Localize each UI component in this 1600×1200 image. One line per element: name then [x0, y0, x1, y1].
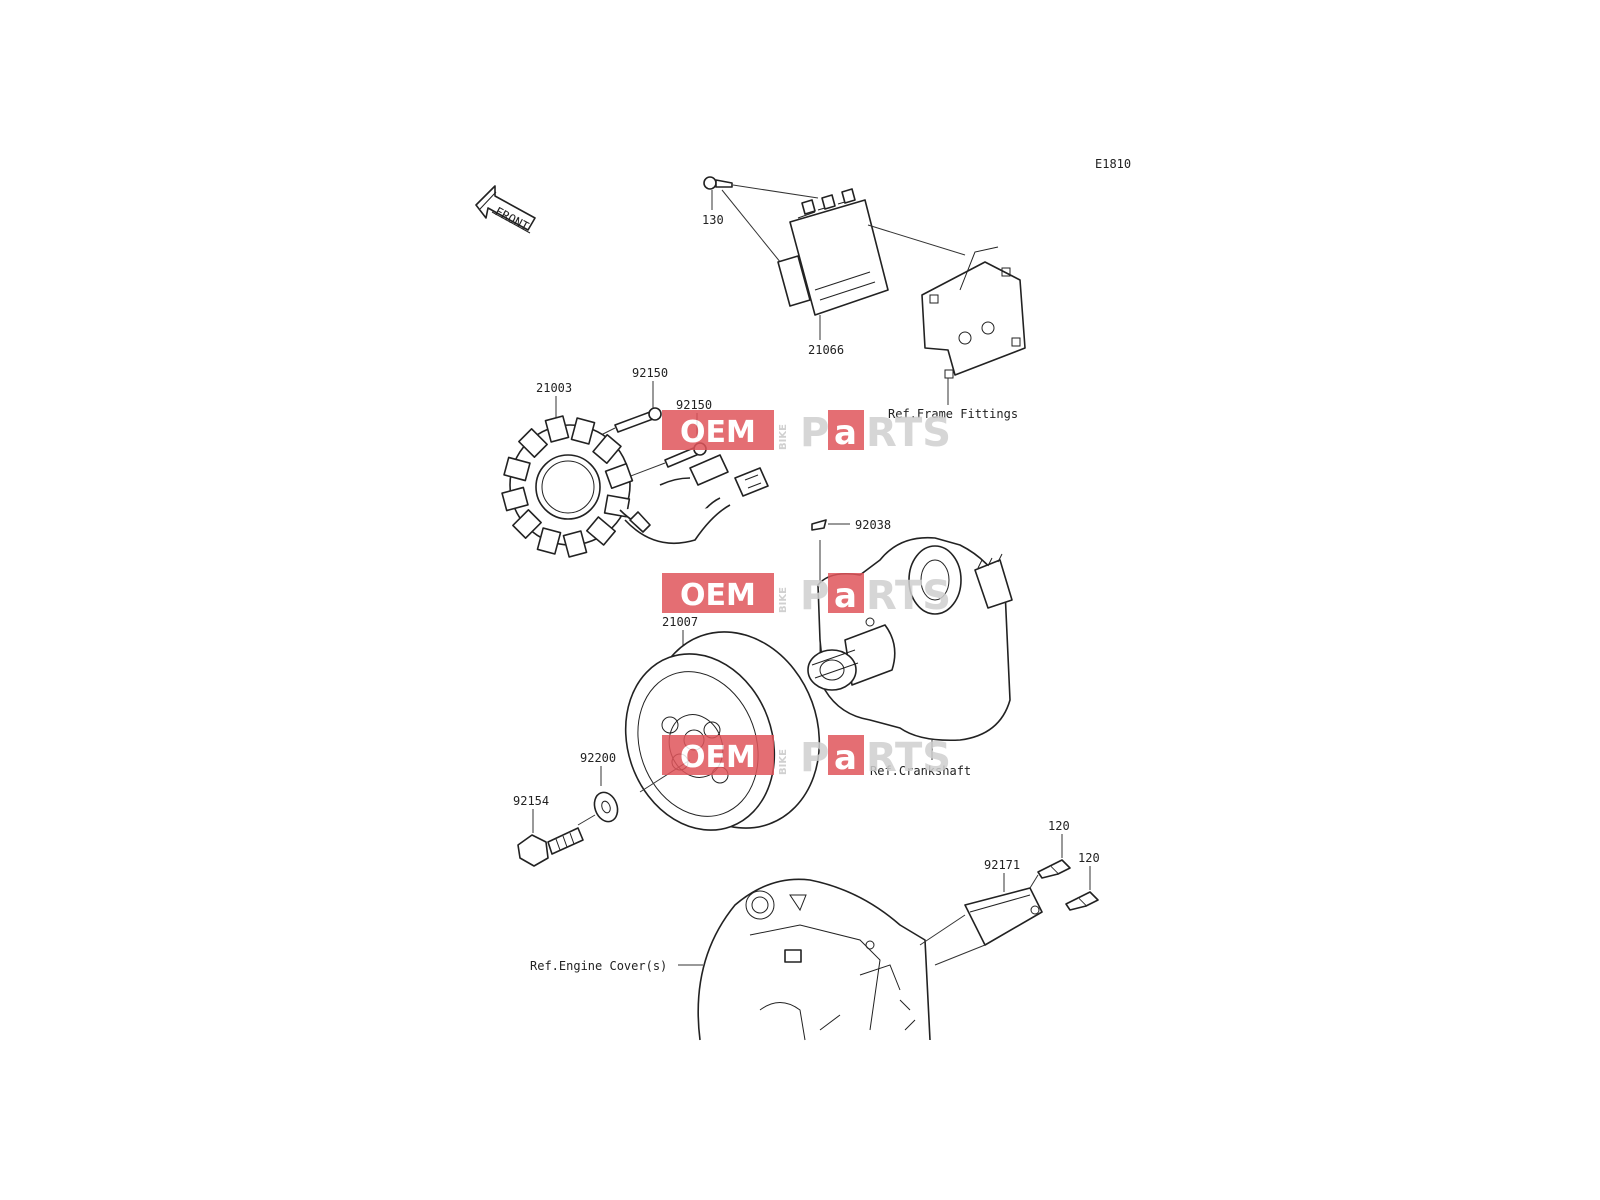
part-label-92038: 92038: [855, 518, 891, 532]
svg-text:BIKE: BIKE: [778, 587, 789, 613]
part-label-92154: 92154: [513, 794, 549, 808]
bolt-92150-a-icon: [614, 407, 662, 433]
watermark-middle: OEM BIKE P a RTS: [662, 573, 951, 619]
ref-engine-cover: Ref.Engine Cover(s): [530, 959, 667, 973]
washer-92200-icon: [593, 791, 619, 823]
engine-cover-icon: [697, 878, 931, 1041]
front-arrow-icon: FRONT: [475, 185, 536, 234]
flywheel-rotor-icon: [624, 631, 821, 831]
svg-text:BIKE: BIKE: [778, 749, 789, 775]
key-92038-icon: [811, 519, 827, 531]
diagram-code: E1810: [1095, 157, 1131, 171]
svg-text:a: a: [834, 413, 857, 453]
part-label-130: 130: [702, 213, 724, 227]
screw-120-a-icon: [1037, 859, 1071, 879]
svg-text:a: a: [834, 576, 857, 616]
svg-text:OEM: OEM: [680, 740, 756, 775]
cover-plate-92171-icon: [964, 887, 1043, 946]
crankshaft-icon: [807, 536, 1013, 742]
part-label-21003: 21003: [536, 381, 572, 395]
screw-120-b-icon: [1065, 891, 1099, 911]
svg-text:RTS: RTS: [866, 410, 951, 456]
part-label-21007: 21007: [662, 615, 698, 629]
bolt-130-icon: [703, 176, 733, 190]
part-label-92150-a: 92150: [632, 366, 668, 380]
part-label-92150-b: 92150: [676, 398, 712, 412]
stator-coil-icon: [501, 415, 634, 558]
svg-text:P: P: [800, 573, 829, 619]
svg-text:OEM: OEM: [680, 415, 756, 450]
ref-frame-fittings: Ref.Frame Fittings: [888, 407, 1018, 421]
svg-text:P: P: [800, 410, 829, 456]
svg-text:RTS: RTS: [866, 735, 951, 781]
part-label-92171: 92171: [984, 858, 1020, 872]
part-label-120-b: 120: [1078, 851, 1100, 865]
svg-text:OEM: OEM: [680, 578, 756, 613]
bolt-92154-icon: [517, 827, 584, 867]
svg-text:a: a: [834, 738, 857, 778]
svg-text:P: P: [800, 735, 829, 781]
svg-text:BIKE: BIKE: [778, 424, 789, 450]
part-label-92200: 92200: [580, 751, 616, 765]
regulator-rectifier-icon: [777, 188, 889, 316]
watermark-top: OEM BIKE P a RTS: [662, 410, 951, 456]
stator-wiring-icon: [619, 454, 769, 545]
part-label-120-a: 120: [1048, 819, 1070, 833]
watermark-bottom: OEM BIKE P a RTS: [662, 735, 951, 781]
ref-crankshaft: Ref.Crankshaft: [870, 764, 971, 778]
frame-bracket-icon: [921, 246, 1026, 379]
svg-text:RTS: RTS: [866, 573, 951, 619]
part-label-21066: 21066: [808, 343, 844, 357]
